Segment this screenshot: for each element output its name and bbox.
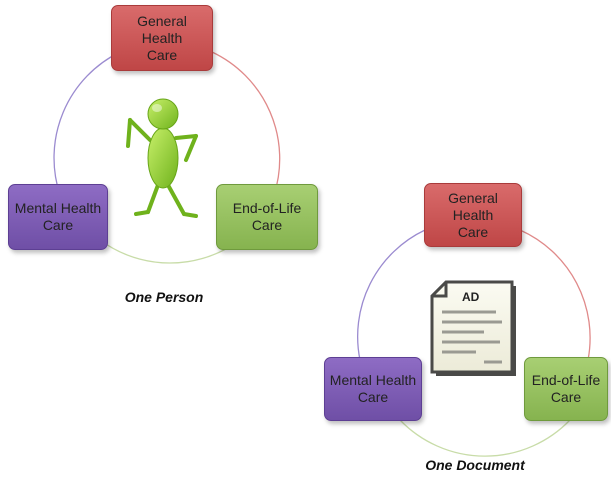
document-end-of-life-box: End-of-Life Care: [524, 357, 608, 421]
document-mental-health-box: Mental Health Care: [324, 357, 422, 421]
arc-top-left: [357, 229, 426, 361]
person-mental-health-label: Mental Health Care: [14, 200, 102, 233]
document-mental-health-label: Mental Health Care: [329, 372, 417, 405]
stick-figure-icon: [126, 98, 198, 218]
arc-top-left: [53, 51, 121, 196]
document-badge: AD: [462, 290, 480, 304]
document-general-health-box: General Health Care: [424, 183, 522, 247]
person-caption: One Person: [124, 289, 204, 305]
document-icon: AD: [430, 280, 516, 376]
person-end-of-life-label: End-of-Life Care: [232, 200, 302, 233]
document-end-of-life-label: End-of-Life Care: [531, 372, 601, 405]
arc-top-right: [519, 229, 591, 361]
person-general-health-label: General Health Care: [137, 12, 187, 63]
document-caption: One Document: [425, 457, 525, 473]
document-general-health-label: General Health Care: [448, 189, 498, 240]
person-general-health-box: General Health Care: [111, 5, 213, 71]
arc-bottom: [399, 419, 571, 457]
document-cycle-ring: [357, 229, 591, 457]
person-mental-health-box: Mental Health Care: [8, 184, 108, 250]
person-end-of-life-box: End-of-Life Care: [216, 184, 318, 250]
arc-top-right: [211, 51, 281, 196]
